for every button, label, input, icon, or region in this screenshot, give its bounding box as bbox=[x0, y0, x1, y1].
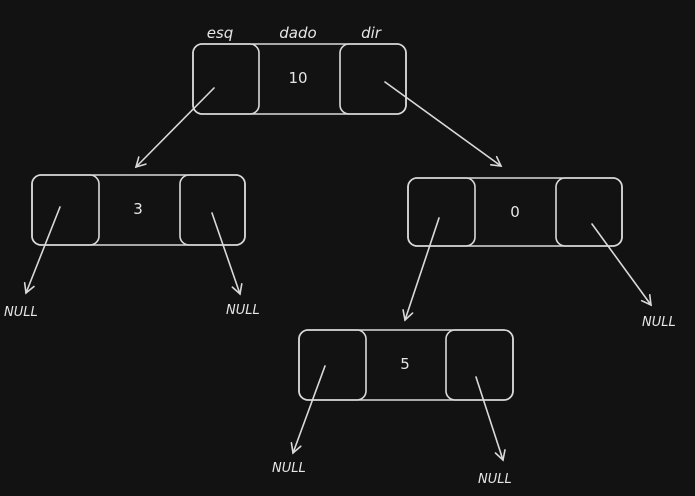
null-right-right: NULL bbox=[642, 315, 676, 330]
node-right-value: 0 bbox=[510, 203, 520, 221]
null-left-right: NULL bbox=[226, 303, 260, 318]
node-right: 0 bbox=[407, 177, 623, 247]
node-root: 10 bbox=[192, 43, 407, 115]
node-right-left-value: 5 bbox=[400, 355, 410, 373]
arrow-left-left-null bbox=[23, 206, 61, 295]
arrow-root-to-left bbox=[134, 87, 215, 169]
node-right-left-pointer bbox=[407, 177, 476, 247]
label-dir: dir bbox=[361, 24, 382, 42]
arrow-right-left-right-null bbox=[475, 376, 506, 462]
arrow-right-left-left-null bbox=[290, 365, 326, 455]
node-right-left-left-pointer bbox=[298, 329, 367, 401]
node-left-value: 3 bbox=[133, 200, 143, 218]
arrow-right-to-right-left bbox=[402, 217, 440, 322]
arrow-right-right-null bbox=[591, 223, 652, 307]
node-root-value: 10 bbox=[288, 69, 307, 87]
node-right-right-pointer bbox=[555, 177, 623, 247]
node-root-right-pointer bbox=[339, 43, 407, 115]
label-dado: dado bbox=[279, 24, 316, 42]
node-left-left-pointer bbox=[31, 174, 100, 246]
node-right-left-right-pointer bbox=[445, 329, 514, 401]
label-esq: esq bbox=[207, 24, 234, 42]
arrow-root-to-right bbox=[384, 81, 503, 167]
arrow-left-right-null bbox=[211, 212, 243, 296]
node-left-right-pointer bbox=[179, 174, 246, 246]
node-left: 3 bbox=[31, 174, 246, 246]
null-right-left-right: NULL bbox=[478, 472, 512, 487]
null-left-left: NULL bbox=[4, 305, 38, 320]
node-right-left: 5 bbox=[298, 329, 514, 401]
null-right-left-left: NULL bbox=[272, 461, 306, 476]
node-root-left-pointer bbox=[192, 43, 260, 115]
